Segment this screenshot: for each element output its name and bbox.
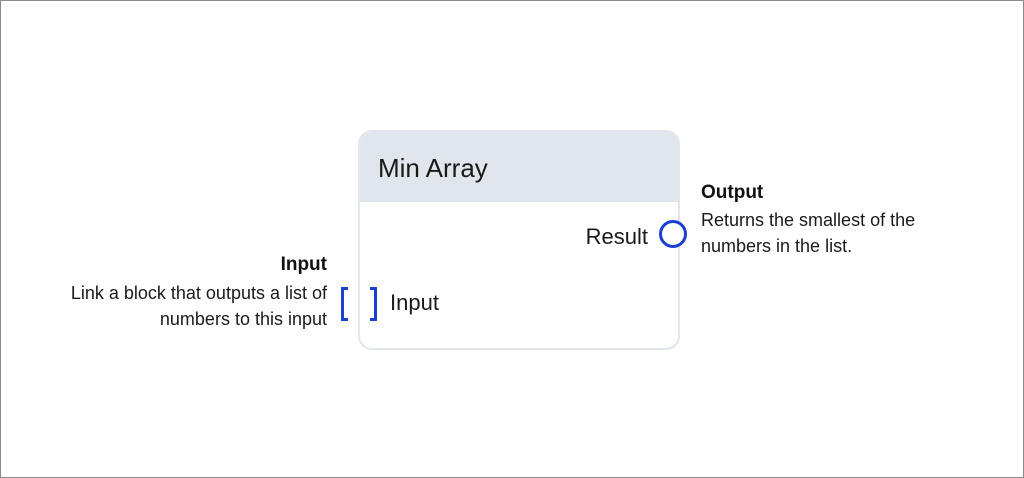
- input-annotation-line: numbers to this input: [159, 309, 327, 329]
- circle-port-icon[interactable]: [659, 220, 687, 248]
- output-annotation-text: Returns the smallest of the numbers in t…: [701, 207, 961, 259]
- output-annotation-line: numbers in the list.: [701, 236, 853, 256]
- right-bracket-icon: [370, 287, 377, 321]
- input-port-label: Input: [390, 290, 439, 315]
- list-bracket-port-icon[interactable]: [341, 287, 377, 321]
- block-header: Min Array: [360, 132, 678, 202]
- input-annotation-text: Link a block that outputs a list of numb…: [21, 280, 327, 332]
- result-port-label: Result: [585, 224, 648, 249]
- input-annotation-title: Input: [280, 254, 327, 275]
- input-annotation-line: Link a block that outputs a list of: [70, 283, 327, 303]
- left-bracket-icon: [341, 287, 348, 321]
- block-title: Min Array: [378, 152, 488, 183]
- output-annotation-title: Output: [701, 182, 764, 203]
- min-array-block[interactable]: Min Array Result Input: [358, 130, 680, 350]
- output-annotation-line: Returns the smallest of the: [701, 210, 916, 230]
